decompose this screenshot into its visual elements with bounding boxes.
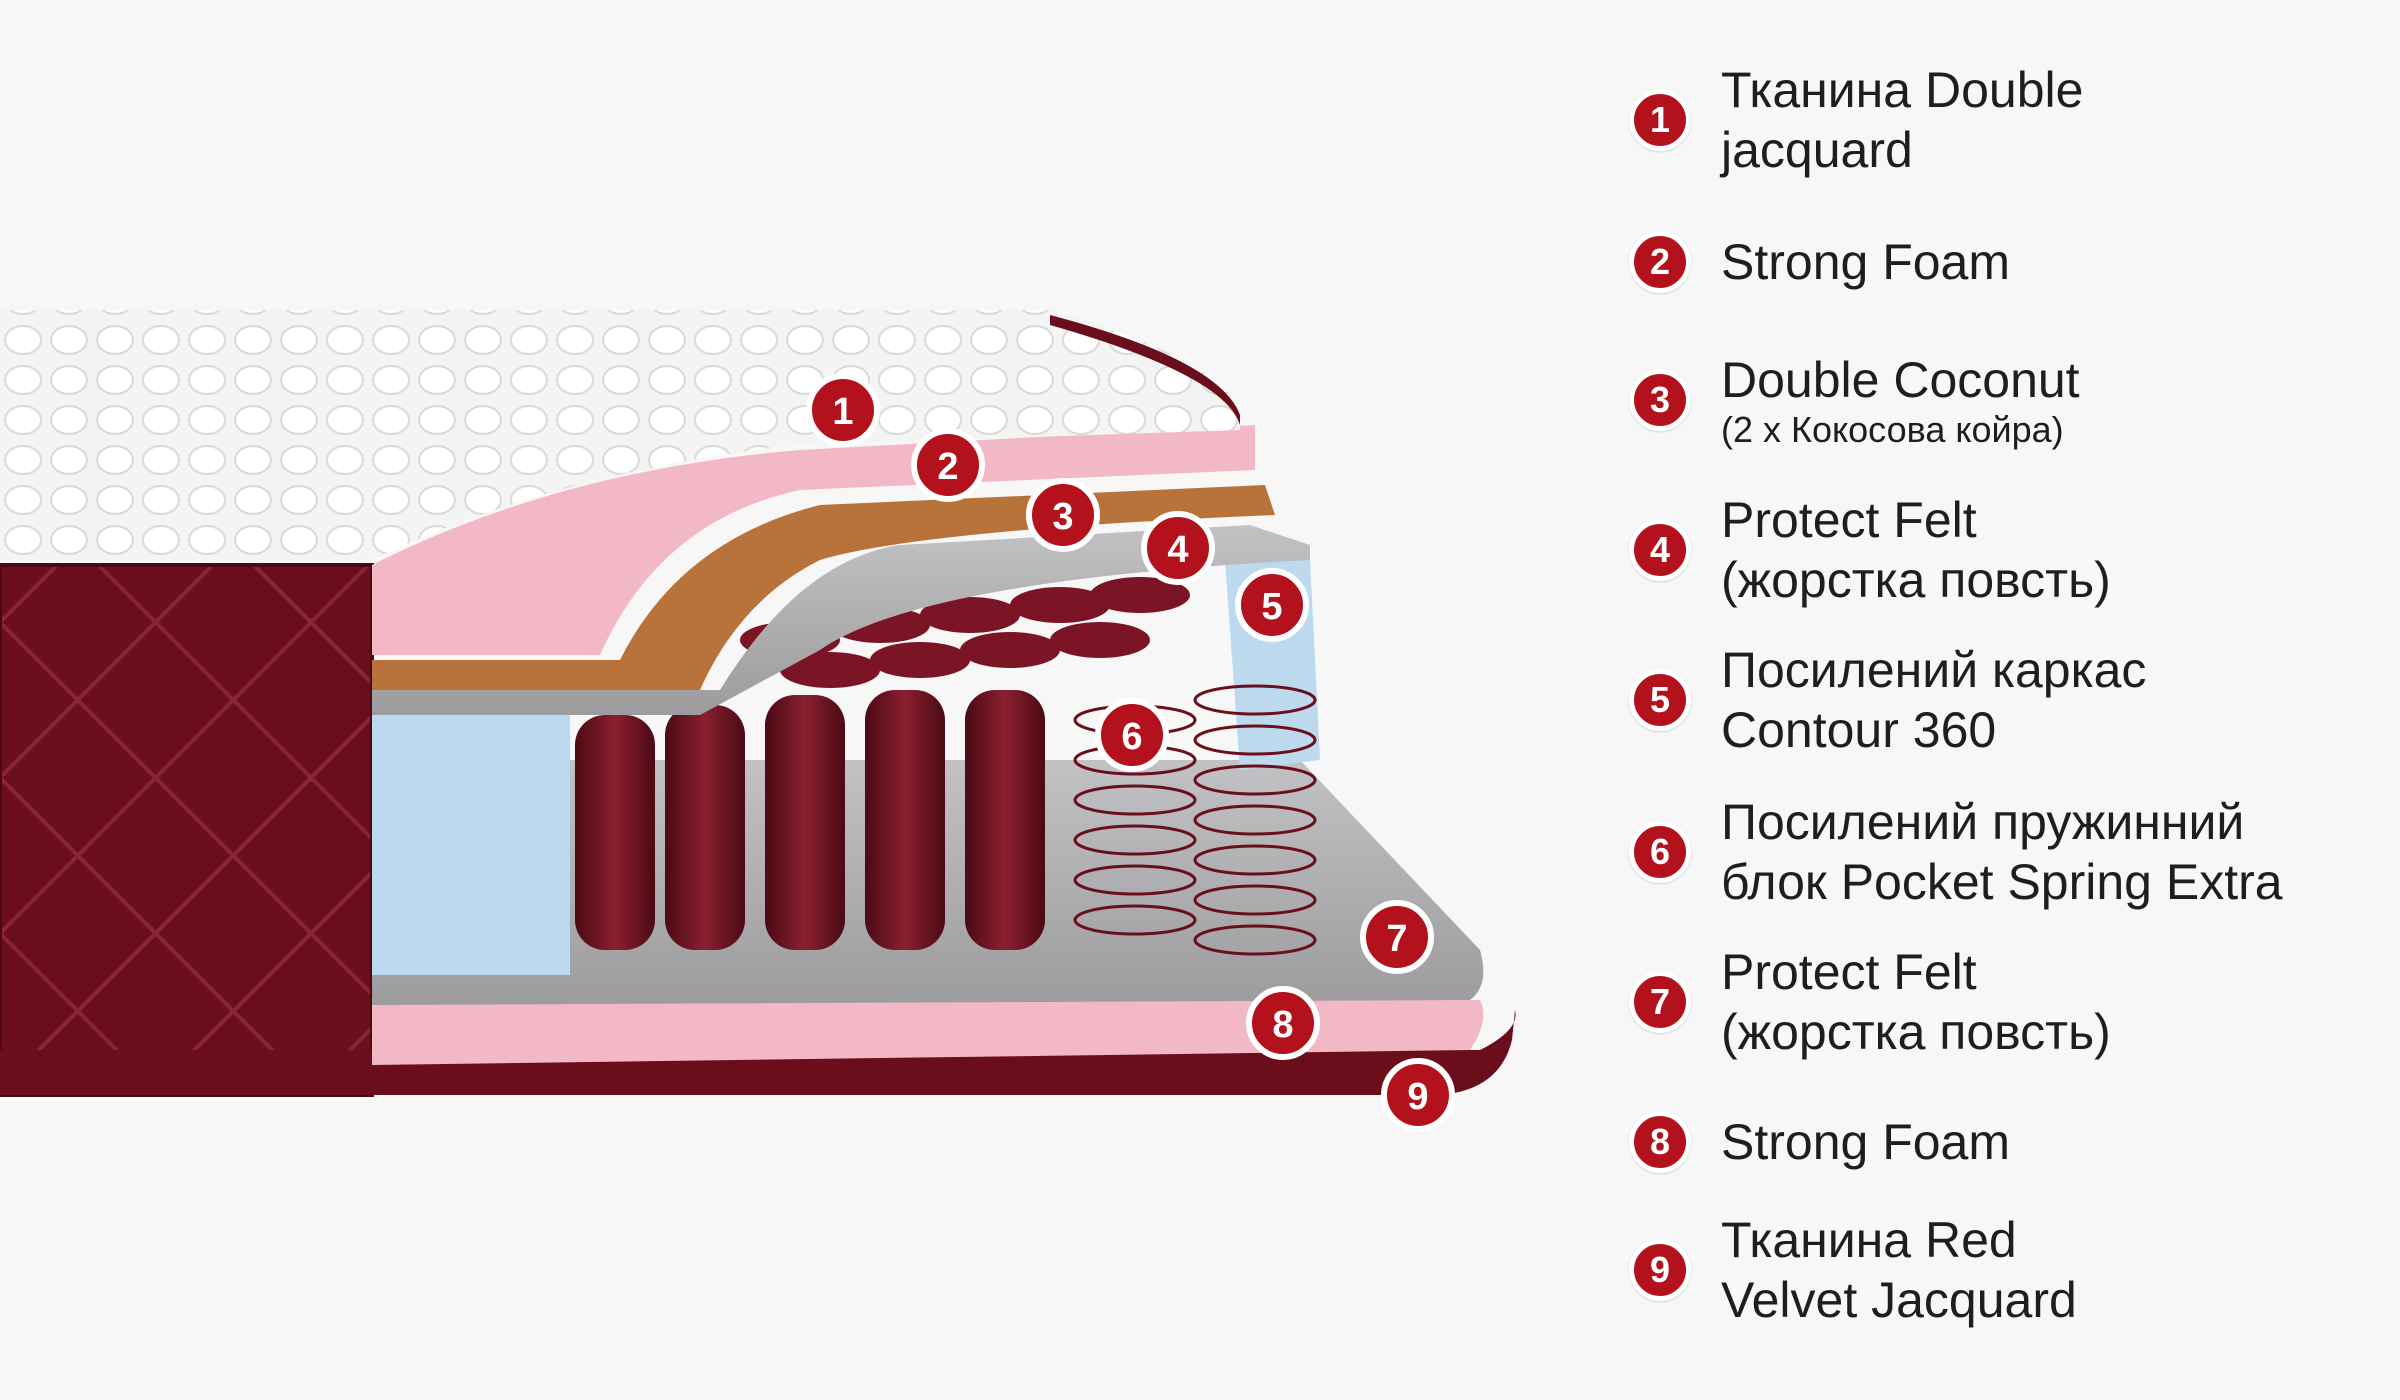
illustration-badge-2: 2 [911,428,985,502]
legend-badge: 3 [1629,369,1691,431]
legend-badge: 2 [1629,231,1691,293]
illustration-badge-number: 1 [832,391,853,433]
illustration-badge-number: 8 [1272,1004,1293,1046]
illustration-badge-8: 8 [1246,986,1320,1060]
mattress-cross-section-illustration: 1 2 3 4 5 6 7 8 9 [0,310,1516,1132]
illustration-badge-number: 6 [1121,716,1142,758]
legend-title-line: Strong Foam [1721,234,2011,290]
legend-title-line: Protect Felt [1721,944,1977,1000]
illustration-badge-3: 3 [1026,478,1100,552]
legend-badge: 1 [1629,89,1691,151]
top-edge-piping [1050,315,1240,425]
illustration-badge-number: 9 [1407,1076,1428,1118]
illustration-badge-number: 7 [1386,918,1407,960]
legend-title-line: блок Pocket Spring Extra [1721,854,2283,910]
legend-title-line: Strong Foam [1721,1114,2011,1170]
velvet-side-panel [0,563,374,1097]
layer-1-quilted-top [0,310,1240,560]
legend-title-line: Velvet Jacquard [1721,1272,2077,1328]
legend-badge: 8 [1629,1111,1691,1173]
layer-4-felt [372,525,1310,715]
legend-title-line: Double Coconut [1721,352,2080,408]
legend-title-line: (жорстка повсть) [1721,552,2111,608]
legend-badge: 6 [1629,821,1691,883]
open-coil-springs [1073,684,1317,956]
contour-block-left [372,715,570,975]
legend-title-line: (жорстка повсть) [1721,1004,2111,1060]
legend-badge: 9 [1629,1239,1691,1301]
illustration-badge-7: 7 [1360,900,1434,974]
illustration-badge-9: 9 [1381,1058,1455,1132]
illustration-badge-number: 5 [1261,586,1282,628]
legend-badge: 4 [1629,519,1691,581]
illustration-badge-number: 2 [937,446,958,488]
legend-subtitle: (2 х Кокосова койра) [1721,409,2064,450]
layer-8-strong-foam [372,1000,1484,1065]
legend-title-line: Тканина Red [1721,1212,2017,1268]
legend-title-line: Protect Felt [1721,492,1977,548]
legend-title-line: jacquard [1721,122,1913,178]
legend-badge: 7 [1629,971,1691,1033]
legend-title-line: Тканина Double [1721,62,2084,118]
layer-3-coconut [372,485,1275,690]
illustration-badge-4: 4 [1141,511,1215,585]
legend-badge: 5 [1629,669,1691,731]
layer-2-strong-foam [372,425,1255,655]
illustration-badge-5: 5 [1235,568,1309,642]
legend-title-line: Посилений пружинний [1721,794,2245,850]
illustration-badge-6: 6 [1095,698,1169,772]
illustration-badge-number: 3 [1052,496,1073,538]
legend-title-line: Contour 360 [1721,702,1997,758]
legend-title-line: Посилений каркас [1721,642,2147,698]
illustration-badge-number: 4 [1167,529,1188,571]
illustration-badge-1: 1 [806,373,880,447]
callout-badges: 1 2 3 4 5 6 7 8 9 [806,373,1455,1132]
